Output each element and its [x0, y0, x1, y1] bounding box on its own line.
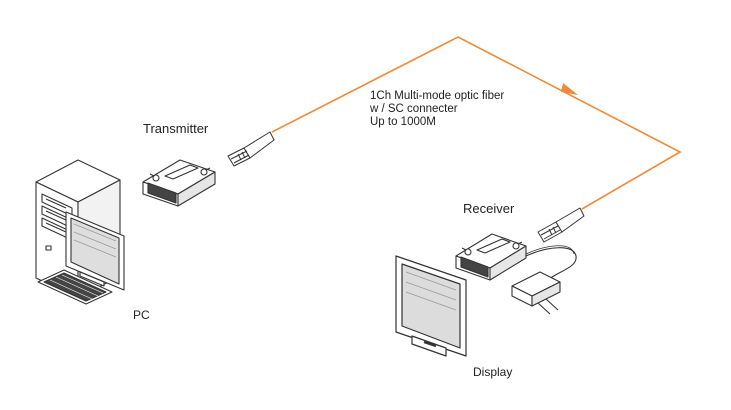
fiber-annotation-line: w / SC connecter [370, 103, 458, 115]
fiber-annotation: 1Ch Multi-mode optic fiber w / SC connec… [370, 90, 570, 129]
transmitter-label: Transmitter [143, 121, 209, 136]
pc-monitor [65, 211, 125, 291]
fiber-annotation-line: Up to 1000M [370, 116, 436, 128]
power-adapter [511, 271, 561, 315]
fiber-annotation-line: 1Ch Multi-mode optic fiber [370, 90, 505, 102]
fiber-cable [271, 36, 682, 210]
display-label: Display [473, 365, 513, 379]
pc-label: PC [133, 308, 150, 322]
power-cable [525, 247, 577, 281]
transmitter-fiber-connector [227, 131, 275, 167]
receiver-label: Receiver [463, 201, 515, 216]
pc-keyboard [37, 269, 113, 305]
fiber-direction-arrow [561, 83, 578, 95]
display-monitor [395, 255, 467, 357]
receiver-fiber-connector [537, 207, 585, 243]
receiver-device [455, 233, 527, 281]
transmitter-device [142, 159, 216, 207]
